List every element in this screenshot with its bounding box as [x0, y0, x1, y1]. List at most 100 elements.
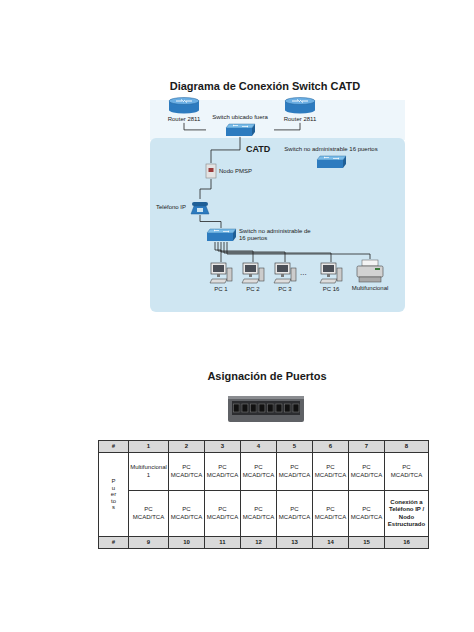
- table-text: PC MCAD/TCA: [278, 506, 311, 520]
- switch-node: Switch ubicado fuera: [206, 114, 274, 137]
- switch-icon: [224, 123, 256, 137]
- router-icon: [283, 96, 317, 114]
- table-text: PC MCAD/TCA: [206, 464, 239, 478]
- table-text: PC MCAD/TCA: [314, 464, 347, 478]
- pc-icon: [273, 262, 297, 284]
- table-cell: Puertos: [98, 452, 129, 537]
- upper-zone: [150, 100, 405, 140]
- table-cell: 13: [276, 536, 313, 549]
- ellipsis-label: ...: [300, 268, 307, 277]
- connector: [221, 242, 285, 262]
- network-node: Nodo PMSP: [205, 163, 259, 179]
- table-cell: Multifuncional 1: [128, 452, 169, 491]
- table-text: 12: [255, 539, 262, 546]
- table-cell: 16: [384, 536, 429, 549]
- node-label: PC 1: [214, 286, 227, 293]
- table-cell: PC MCAD/TCA: [204, 452, 241, 491]
- table-text: #: [112, 539, 115, 546]
- table-text: 3: [221, 443, 224, 450]
- table-text: 1: [147, 443, 150, 450]
- table-cell: PC MCAD/TCA: [276, 490, 313, 537]
- table-text: PC MCAD/TCA: [206, 506, 239, 520]
- node-label: Teléfono IP: [156, 204, 186, 211]
- printer-icon: [355, 259, 385, 283]
- pc-icon: [319, 262, 343, 284]
- pc-node: PC 2: [238, 262, 268, 293]
- table-text: PC MCAD/TCA: [170, 464, 203, 478]
- printer-node: Multifuncional: [348, 259, 392, 292]
- table-text: 13: [291, 539, 298, 546]
- table-text: PC MCAD/TCA: [170, 506, 203, 520]
- section-title: Asignación de Puertos: [150, 370, 384, 382]
- table-cell: PC MCAD/TCA: [384, 452, 429, 491]
- table-cell: PC MCAD/TCA: [128, 490, 169, 537]
- switch-node: Switch no administrable de 16 puertos: [205, 228, 311, 242]
- table-text: PC MCAD/TCA: [314, 506, 347, 520]
- node-label: Switch no administrable 16 puertos: [284, 146, 377, 153]
- table-cell: 9: [128, 536, 169, 549]
- node-label: Multifuncional: [352, 285, 389, 292]
- table-cell: PC MCAD/TCA: [168, 452, 205, 491]
- table-text: #: [112, 443, 115, 450]
- table-text: 7: [365, 443, 368, 450]
- node-label: Switch ubicado fuera: [212, 114, 268, 121]
- connector: [274, 123, 300, 130]
- phone-icon: [188, 199, 212, 215]
- node-label: Switch no administrable de 16 puertos: [239, 228, 311, 242]
- table-text: Puertos: [111, 478, 117, 511]
- switch-photo: [228, 396, 304, 422]
- table-text: 15: [363, 539, 370, 546]
- table-text: PC MCAD/TCA: [242, 506, 275, 520]
- table-text: 8: [405, 443, 408, 450]
- connector: [211, 137, 240, 163]
- table-text: PC MCAD/TCA: [278, 464, 311, 478]
- router-node: Router 2811: [278, 96, 322, 123]
- router-icon: [167, 96, 201, 114]
- diagram-title: Diagrama de Conexión Switch CATD: [130, 80, 400, 92]
- table-cell: 15: [348, 536, 385, 549]
- node-label: PC 2: [246, 286, 259, 293]
- table-text: 6: [329, 443, 332, 450]
- table-cell: 14: [312, 536, 349, 549]
- pc-node: PC 3: [270, 262, 300, 293]
- table-text: Conexión a Teléfono IP / Nodo Estructura…: [386, 499, 427, 528]
- table-text: PC MCAD/TCA: [350, 464, 383, 478]
- connector: [200, 215, 221, 228]
- table-text: 14: [327, 539, 334, 546]
- node-label: PC 16: [323, 286, 340, 293]
- table-cell: PC MCAD/TCA: [312, 490, 349, 537]
- pc-node: PC 1: [206, 262, 236, 293]
- table-text: 5: [293, 443, 296, 450]
- table-text: 4: [257, 443, 260, 450]
- table-cell: PC MCAD/TCA: [276, 452, 313, 491]
- node-label: PC 3: [278, 286, 291, 293]
- node-label: Nodo PMSP: [219, 168, 259, 175]
- table-text: Multifuncional 1: [130, 464, 167, 478]
- table-text: 16: [403, 539, 410, 546]
- table-cell: PC MCAD/TCA: [348, 490, 385, 537]
- table-cell: 12: [240, 536, 277, 549]
- table-cell: PC MCAD/TCA: [312, 452, 349, 491]
- switch-icon: [205, 228, 237, 242]
- table-cell: PC MCAD/TCA: [204, 490, 241, 537]
- table-cell: 11: [204, 536, 241, 549]
- router-node: Router 2811: [162, 96, 206, 123]
- connector: [227, 242, 370, 259]
- pc-icon: [209, 262, 233, 284]
- table-text: PC MCAD/TCA: [350, 506, 383, 520]
- table-text: PC MCAD/TCA: [242, 464, 275, 478]
- table-cell: PC MCAD/TCA: [240, 452, 277, 491]
- pc-node: PC 16: [316, 262, 346, 293]
- table-text: 2: [185, 443, 188, 450]
- table-cell: PC MCAD/TCA: [240, 490, 277, 537]
- table-text: PC MCAD/TCA: [130, 506, 167, 520]
- connector: [200, 179, 211, 199]
- nodo-icon: [205, 163, 217, 179]
- switch-icon: [315, 155, 347, 169]
- table-text: 11: [219, 539, 225, 546]
- zone-title: CATD: [246, 144, 270, 154]
- phone-node: Teléfono IP: [156, 199, 212, 215]
- table-text: 9: [147, 539, 150, 546]
- catd-zone: CATD Switch no administrable 16 puertosNo…: [150, 138, 405, 312]
